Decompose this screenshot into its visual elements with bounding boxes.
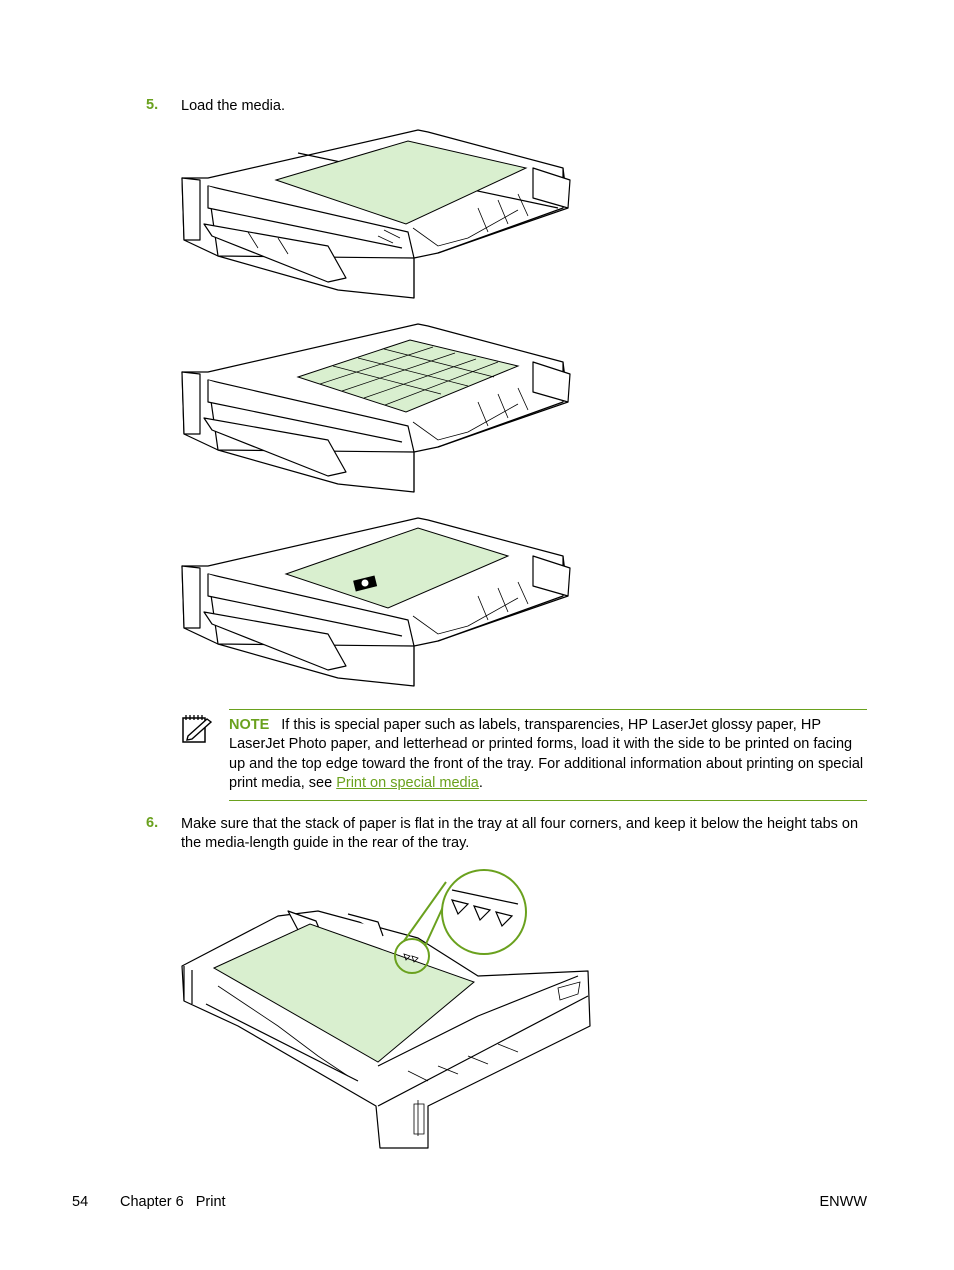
footer-page-number: 54 xyxy=(72,1194,89,1210)
step-5-number: 5. xyxy=(146,97,159,113)
hp-logo-icon xyxy=(353,575,378,592)
label-grid-lines xyxy=(319,346,499,406)
paper-stack xyxy=(274,140,528,225)
step-6-text: Make sure that the stack of paper is fla… xyxy=(181,816,859,851)
label-sheet xyxy=(296,339,520,413)
note-label: NOTE xyxy=(229,717,270,733)
tray-figure-letterhead xyxy=(178,516,578,691)
note-text-end: . xyxy=(478,774,483,791)
note-top-rule xyxy=(229,709,867,710)
height-tab-triangles-icon xyxy=(450,889,519,928)
step-6-number: 6. xyxy=(146,815,159,831)
step-5-text: Load the media. xyxy=(181,98,285,114)
magnifier-callout xyxy=(394,869,527,974)
footer-doc-code: ENWW xyxy=(819,1194,867,1210)
note-text: If this is special paper such as labels,… xyxy=(229,717,864,791)
paper-stack xyxy=(212,923,475,1063)
tray-figure-height-tabs xyxy=(178,866,598,1156)
paper-tray-illustration xyxy=(181,129,571,299)
print-on-special-media-link[interactable]: Print on special media xyxy=(336,774,479,791)
tray-figure-plain-paper xyxy=(178,128,578,303)
letterhead-sheet xyxy=(284,527,510,609)
note-pencil-icon xyxy=(181,713,215,749)
footer-chapter: Chapter 6 Print xyxy=(120,1194,226,1210)
paper-tray-illustration xyxy=(181,869,591,1149)
paper-tray-illustration xyxy=(181,517,571,687)
paper-tray-illustration xyxy=(181,323,571,493)
tray-figure-labels xyxy=(178,322,578,497)
note-bottom-rule xyxy=(229,800,867,801)
